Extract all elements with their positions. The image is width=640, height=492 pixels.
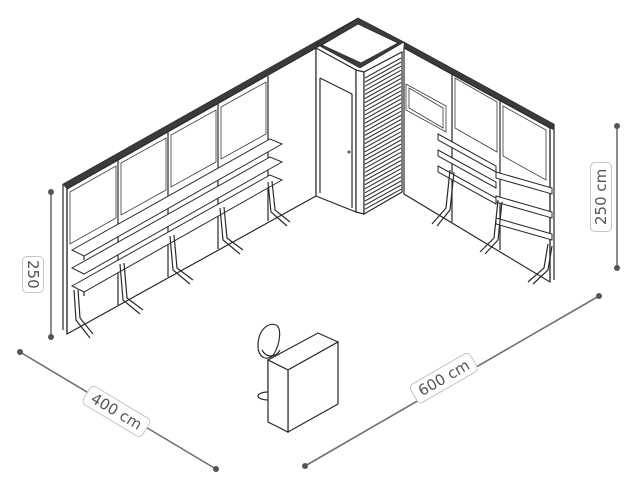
slat bbox=[364, 127, 402, 149]
slat bbox=[364, 61, 402, 83]
slat bbox=[364, 110, 402, 132]
slat-wall bbox=[363, 51, 403, 216]
height-label-right: 250 cm bbox=[590, 161, 612, 232]
slat bbox=[364, 176, 402, 198]
slat bbox=[364, 102, 402, 124]
slat bbox=[364, 143, 402, 165]
slat bbox=[364, 147, 402, 169]
slat bbox=[364, 164, 402, 186]
slat bbox=[364, 114, 402, 136]
slat bbox=[364, 123, 402, 145]
right-shelves bbox=[431, 133, 553, 285]
counter bbox=[266, 332, 340, 434]
slat bbox=[364, 86, 402, 108]
left-shelves bbox=[70, 138, 291, 339]
slat bbox=[364, 168, 402, 190]
slat bbox=[364, 73, 402, 95]
storage-room bbox=[315, 17, 405, 215]
slat bbox=[364, 139, 402, 161]
slat bbox=[364, 135, 402, 157]
slat bbox=[364, 57, 402, 79]
slat bbox=[364, 69, 402, 91]
slat bbox=[364, 172, 402, 194]
slat bbox=[364, 82, 402, 104]
slat bbox=[364, 78, 402, 99]
slat bbox=[364, 160, 402, 181]
slat bbox=[364, 151, 402, 173]
slat bbox=[364, 155, 402, 177]
slat bbox=[364, 188, 402, 210]
slat bbox=[364, 131, 402, 153]
slat bbox=[364, 94, 402, 116]
slat bbox=[364, 98, 402, 120]
slat bbox=[364, 180, 402, 202]
height-label-left: 250 bbox=[22, 256, 44, 293]
slat bbox=[364, 119, 402, 140]
slat bbox=[364, 106, 402, 128]
slat bbox=[364, 65, 402, 87]
slat bbox=[364, 184, 402, 206]
slat bbox=[364, 90, 402, 112]
